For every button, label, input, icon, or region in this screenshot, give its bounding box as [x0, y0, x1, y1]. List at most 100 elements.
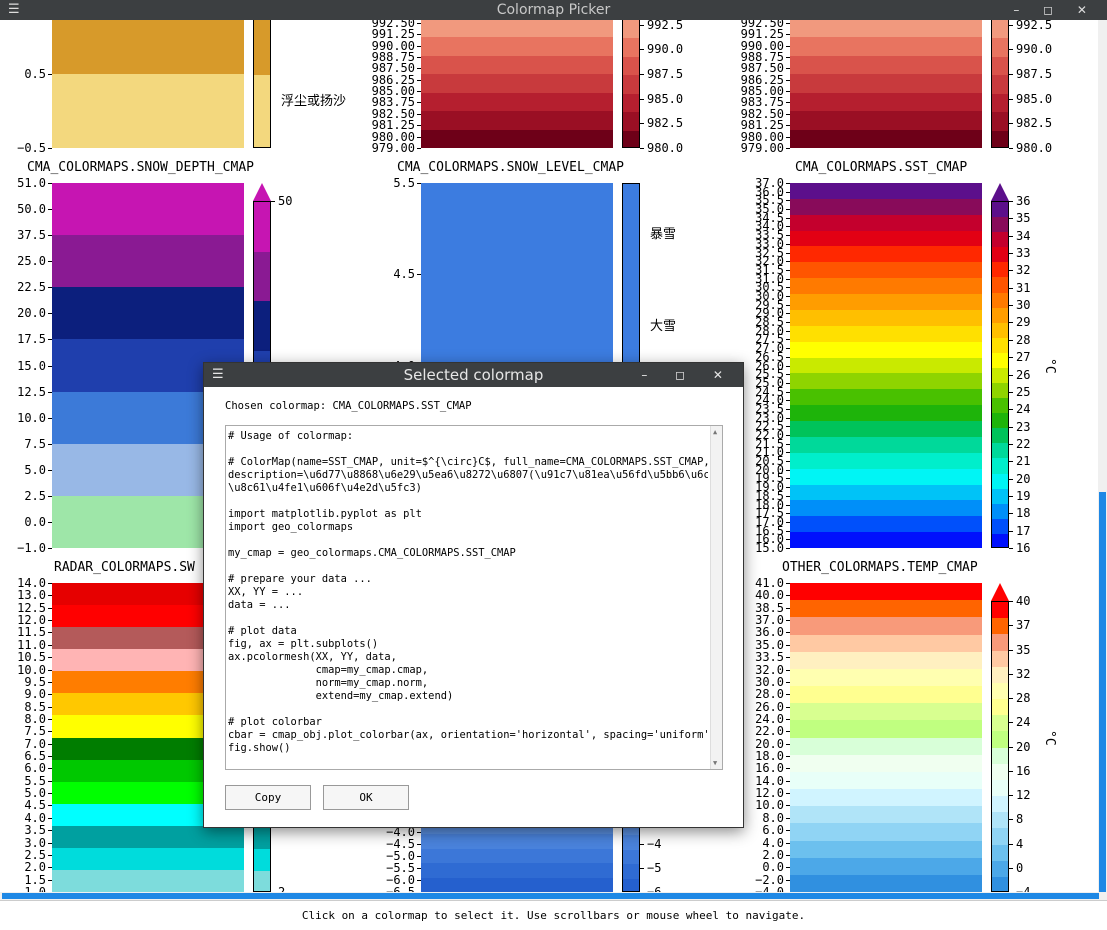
vertical-scroll-thumb[interactable]: [1099, 492, 1106, 892]
color-band[interactable]: [421, 55, 613, 75]
color-band[interactable]: [790, 720, 982, 739]
color-band[interactable]: [790, 516, 982, 534]
color-band[interactable]: [790, 737, 982, 756]
color-band[interactable]: [790, 840, 982, 859]
colormap-plot-2[interactable]: [790, 20, 982, 148]
code-scrollbar[interactable]: ▲ ▼: [710, 426, 722, 769]
color-band[interactable]: [790, 500, 982, 518]
color-band[interactable]: [52, 803, 244, 827]
color-band[interactable]: [52, 781, 244, 805]
colormap-plot-8[interactable]: [790, 583, 982, 892]
color-band[interactable]: [790, 703, 982, 722]
color-band[interactable]: [421, 74, 613, 94]
color-band[interactable]: [52, 737, 244, 761]
color-band[interactable]: [421, 129, 613, 148]
color-band[interactable]: [790, 789, 982, 808]
color-band[interactable]: [790, 373, 982, 391]
color-band[interactable]: [790, 468, 982, 486]
color-band[interactable]: [790, 294, 982, 311]
scroll-up-arrow-icon[interactable]: ▲: [713, 428, 718, 436]
scroll-down-arrow-icon[interactable]: ▼: [713, 759, 718, 767]
colormap-plot-1[interactable]: [421, 20, 613, 148]
color-band[interactable]: [52, 583, 244, 607]
color-band[interactable]: [790, 806, 982, 825]
colormap-grid[interactable]: 1.00.5−0.5浮尘或扬沙995.00993.75992.50991.259…: [0, 20, 1098, 892]
color-band[interactable]: [790, 183, 982, 200]
color-band[interactable]: [790, 262, 982, 280]
color-band[interactable]: [790, 532, 982, 548]
color-band[interactable]: [790, 389, 982, 407]
color-band[interactable]: [790, 129, 982, 148]
color-band[interactable]: [421, 20, 613, 38]
color-band[interactable]: [790, 198, 982, 216]
color-band[interactable]: [790, 754, 982, 773]
color-band[interactable]: [52, 20, 244, 75]
color-band[interactable]: [421, 183, 613, 367]
color-band[interactable]: [52, 825, 244, 849]
color-band[interactable]: [790, 583, 982, 602]
color-band[interactable]: [421, 111, 613, 131]
color-band[interactable]: [52, 605, 244, 629]
dialog-window-controls[interactable]: – ◻ ✕: [641, 368, 735, 382]
color-band[interactable]: [790, 484, 982, 502]
color-band[interactable]: [52, 235, 244, 289]
color-band[interactable]: [790, 341, 982, 359]
vertical-scrollbar[interactable]: [1098, 20, 1107, 892]
horizontal-scroll-thumb[interactable]: [2, 893, 1099, 899]
color-band[interactable]: [790, 686, 982, 705]
color-band[interactable]: [421, 92, 613, 112]
color-band[interactable]: [790, 111, 982, 131]
color-band[interactable]: [790, 634, 982, 653]
color-band[interactable]: [790, 771, 982, 790]
color-band[interactable]: [52, 627, 244, 651]
color-band[interactable]: [421, 37, 613, 57]
colormap-plot-5[interactable]: [790, 183, 982, 548]
color-band[interactable]: [421, 848, 613, 865]
color-band[interactable]: [52, 869, 244, 892]
color-band[interactable]: [790, 874, 982, 892]
color-band[interactable]: [790, 436, 982, 454]
color-band[interactable]: [52, 74, 244, 148]
color-band[interactable]: [52, 715, 244, 739]
color-band[interactable]: [790, 20, 982, 38]
color-band[interactable]: [790, 230, 982, 248]
color-band[interactable]: [790, 309, 982, 327]
color-band[interactable]: [52, 693, 244, 717]
color-band[interactable]: [52, 759, 244, 783]
color-band[interactable]: [790, 452, 982, 470]
color-band[interactable]: [52, 287, 244, 341]
color-band[interactable]: [790, 405, 982, 423]
menu-icon[interactable]: ☰: [8, 2, 20, 17]
color-band[interactable]: [790, 421, 982, 438]
color-band[interactable]: [421, 863, 613, 879]
color-band[interactable]: [790, 617, 982, 636]
color-band[interactable]: [790, 857, 982, 876]
colormap-plot-6[interactable]: [52, 583, 244, 892]
color-band[interactable]: [52, 649, 244, 673]
usage-code-text[interactable]: # Usage of colormap: # ColorMap(name=SST…: [228, 430, 708, 754]
color-band[interactable]: [52, 183, 244, 237]
color-band[interactable]: [790, 668, 982, 687]
color-band[interactable]: [52, 847, 244, 871]
usage-code-textarea[interactable]: # Usage of colormap: # ColorMap(name=SST…: [225, 425, 723, 770]
color-band[interactable]: [790, 37, 982, 57]
color-band[interactable]: [421, 834, 613, 850]
color-band[interactable]: [421, 877, 613, 892]
horizontal-scrollbar[interactable]: [0, 892, 1107, 900]
ok-button[interactable]: OK: [323, 785, 409, 810]
color-band[interactable]: [790, 214, 982, 232]
window-controls[interactable]: – ◻ ✕: [1013, 3, 1097, 17]
copy-button[interactable]: Copy: [225, 785, 311, 810]
color-band[interactable]: [790, 325, 982, 343]
color-band[interactable]: [790, 600, 982, 619]
color-band[interactable]: [52, 671, 244, 695]
colormap-plot-7[interactable]: [421, 820, 613, 892]
color-band[interactable]: [790, 55, 982, 75]
color-band[interactable]: [790, 74, 982, 94]
color-band[interactable]: [790, 92, 982, 112]
color-band[interactable]: [790, 823, 982, 842]
color-band[interactable]: [790, 357, 982, 375]
color-band[interactable]: [790, 246, 982, 264]
color-band[interactable]: [790, 651, 982, 670]
colormap-plot-0[interactable]: [52, 20, 244, 148]
